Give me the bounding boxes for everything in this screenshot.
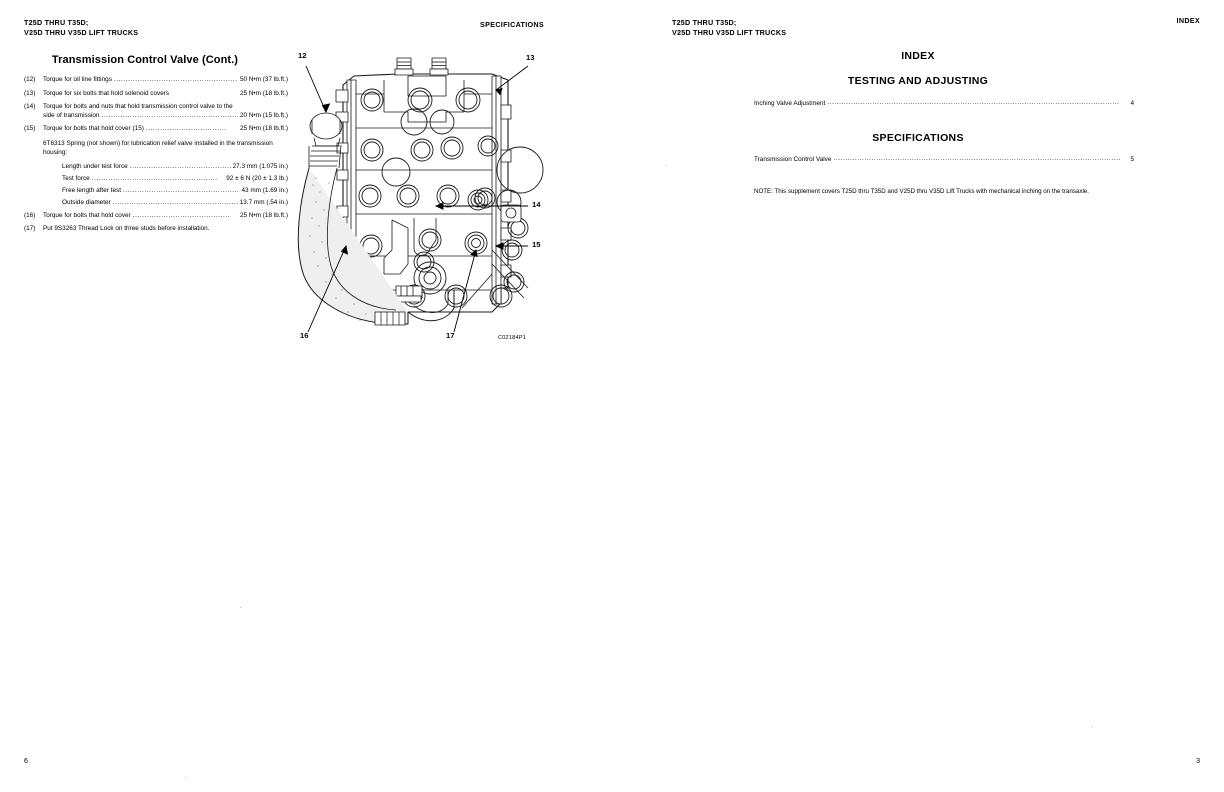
spec-item-label: Torque for bolts that hold cover (15) — [43, 125, 144, 133]
spec-item-number: (14) — [24, 103, 36, 111]
right-running-head-model: T25D THRU T35D; V25D THRU V35D LIFT TRUC… — [672, 18, 787, 37]
leader-dots: ........................................… — [129, 163, 231, 171]
spec-item-value: 27.3 mm (1.075 in.) — [232, 163, 288, 171]
figure-id-code: C02184P1 — [498, 335, 527, 341]
index-title: INDEX — [901, 50, 935, 62]
spec-item-label: Length under test force — [62, 163, 128, 171]
figure-callout-17: 17 — [446, 331, 455, 340]
leader-dots: ........................................… — [132, 211, 231, 219]
scan-speck — [240, 607, 241, 608]
index-entry-label: Inching Valve Adjustment — [754, 100, 826, 107]
index-section-heading-testing: TESTING AND ADJUSTING — [847, 75, 989, 87]
specification-list: (12) Torque for oil line fittings ......… — [24, 76, 288, 239]
right-page: T25D THRU T35D; V25D THRU V35D LIFT TRUC… — [612, 0, 1224, 792]
spec-item-value: 13.7 mm (.54 in.) — [239, 199, 288, 207]
spec-item-label: Outside diameter — [62, 199, 111, 207]
spec-item: (14) Torque for bolts and nuts that hold… — [24, 103, 288, 120]
spec-item-number: (17) — [24, 225, 36, 233]
spec-item: (15) Torque for bolts that hold cover (1… — [24, 125, 288, 134]
leader-dots: ........................................… — [112, 199, 238, 207]
spec-item-label: Torque for six bolts that hold solenoid … — [43, 89, 170, 97]
figure-callout-12: 12 — [298, 51, 307, 60]
leader-dots: ........................................… — [122, 187, 240, 195]
spec-item: Outside diameter .......................… — [62, 199, 288, 208]
spec-item: Free length after test .................… — [62, 187, 288, 196]
left-page-number: 6 — [24, 758, 28, 765]
spec-item-value: 25 N•m (18 lb.ft.) — [239, 89, 288, 97]
left-running-head-section: SPECIFICATIONS — [480, 20, 544, 29]
figure-callout-13: 13 — [526, 53, 535, 62]
spec-item-number: (16) — [24, 211, 36, 219]
spec-item-label: Free length after test — [62, 187, 121, 195]
spec-item: Length under test force ................… — [62, 163, 288, 172]
spec-item-value: 25 N•m (18 lb.ft.) — [239, 211, 288, 219]
leader-dots — [171, 90, 238, 99]
page-title: Transmission Control Valve (Cont.) — [51, 54, 239, 66]
index-section-heading-specifications: SPECIFICATIONS — [872, 132, 964, 144]
spec-item-label: Torque for bolts that hold cover — [43, 211, 131, 219]
spec-item: (16) Torque for bolts that hold cover ..… — [24, 212, 288, 221]
spec-item-number: (12) — [24, 76, 36, 83]
leader-dots: ........................................… — [827, 99, 1120, 107]
spec-item-label: Put 9S3263 Thread Lock on three studs be… — [43, 225, 210, 233]
spec-item-value: 50 N•m (37 lb.ft.) — [239, 76, 288, 83]
spec-item-label: Torque for oil line fittings — [43, 76, 112, 83]
leader-dots: ........................................… — [833, 155, 1119, 163]
index-note: NOTE: This supplement covers T25D thru T… — [754, 188, 1089, 195]
index-entry-page: 5 — [1130, 156, 1134, 163]
index-entry-page: 4 — [1130, 100, 1134, 107]
spec-item-value: 20 N•m (15 lb.ft.) — [239, 111, 288, 119]
valve-diagram-svg — [297, 57, 544, 333]
index-entry-label: Transmission Control Valve — [754, 156, 832, 163]
spec-item-label-line2: side of transmission — [43, 111, 100, 119]
leader-dots: ........................................… — [113, 76, 238, 83]
leader-dots: .................................. — [145, 125, 227, 133]
figure-callout-16: 16 — [300, 331, 309, 340]
spec-item: (12) Torque for oil line fittings ......… — [24, 76, 288, 85]
right-running-head-section: INDEX — [1176, 16, 1200, 25]
leader-dots: ........................................… — [91, 175, 218, 183]
spec-item-number: (13) — [24, 89, 36, 97]
transmission-control-valve-figure: 12 13 14 15 16 17 C02184P1 — [296, 50, 566, 355]
spec-item-label: Test force — [62, 175, 90, 183]
scan-speck — [1092, 726, 1093, 727]
spec-item-value: 92 ± 6 N (20 ± 1.3 lb.) — [226, 175, 288, 183]
spec-item: (17) Put 9S3263 Thread Lock on three stu… — [24, 225, 288, 234]
scan-speck — [185, 777, 186, 778]
spec-item-number: (15) — [24, 125, 36, 133]
spring-note: 6T6313 Spring (not shown) for lubricatio… — [43, 139, 273, 156]
figure-callout-14: 14 — [532, 200, 541, 209]
spec-item-value: 25 N•m (18 lb.ft.) — [239, 125, 288, 133]
left-page: T25D THRU T35D; V25D THRU V35D LIFT TRUC… — [24, 18, 566, 765]
right-page-number: 3 — [1196, 758, 1200, 765]
leader-dots: ........................................… — [101, 111, 237, 119]
spec-item-value: 43 mm (1.69 in.) — [241, 187, 288, 195]
index-entry-inching-valve-adjustment[interactable]: Inching Valve Adjustment ...............… — [754, 99, 1134, 108]
spec-item: (13) Torque for six bolts that hold sole… — [24, 90, 288, 99]
left-running-head-model: T25D THRU T35D; V25D THRU V35D LIFT TRUC… — [24, 18, 139, 37]
figure-callout-15: 15 — [532, 240, 541, 249]
spring-spec-group: Length under test force ................… — [62, 163, 288, 208]
spec-item-label-line1: Torque for bolts and nuts that hold tran… — [43, 103, 233, 111]
index-entry-transmission-control-valve[interactable]: Transmission Control Valve .............… — [754, 155, 1134, 164]
spec-item: Test force .............................… — [62, 175, 288, 184]
scan-speck — [666, 165, 667, 166]
